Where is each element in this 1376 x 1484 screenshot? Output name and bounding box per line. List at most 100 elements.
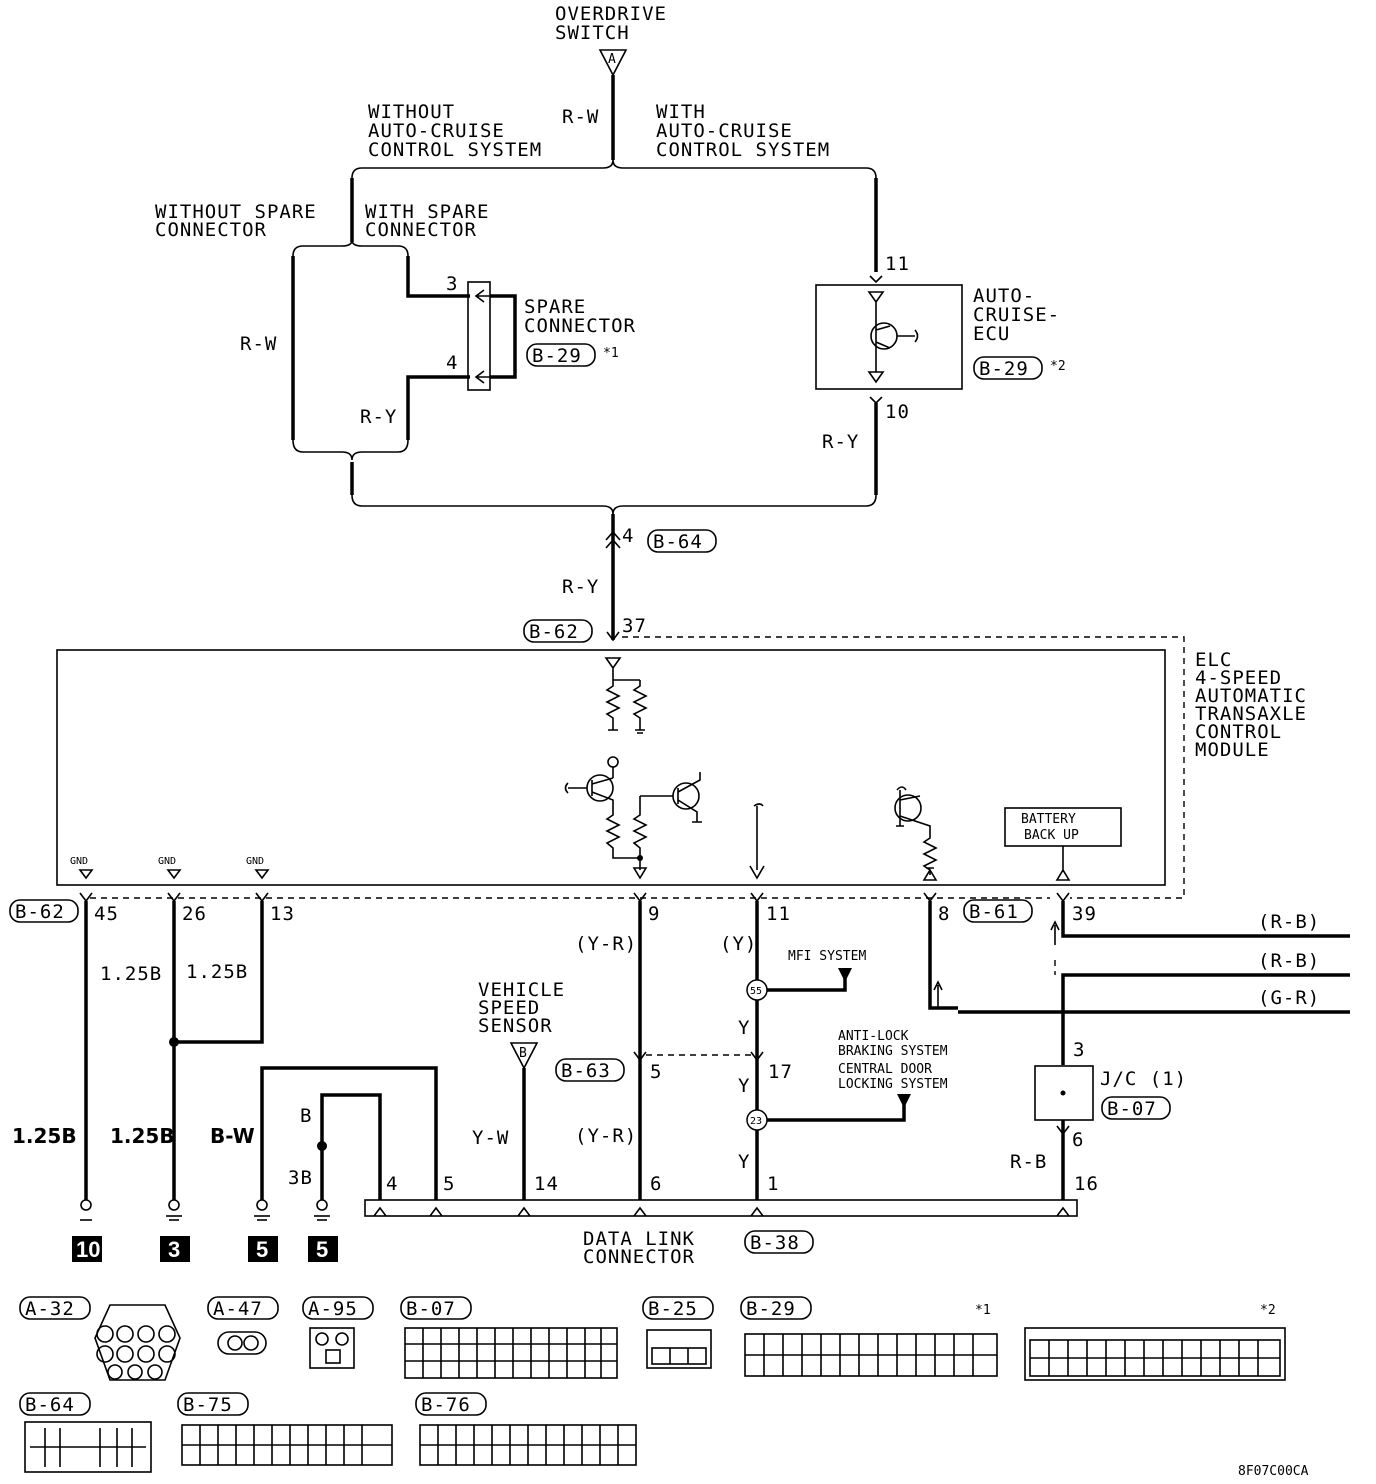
without-spare-2: CONNECTOR bbox=[155, 219, 267, 241]
module-transistor-1-leads bbox=[564, 777, 640, 859]
overdrive-switch-label-2: SWITCH bbox=[555, 22, 630, 44]
vss-label-3: SENSOR bbox=[478, 1015, 553, 1037]
pin-9: 9 bbox=[648, 903, 660, 925]
wire-mfi bbox=[767, 975, 847, 992]
wire-rw-top-label: R-W bbox=[562, 106, 599, 128]
wire-125b-gnd10: 1.25B bbox=[12, 1124, 77, 1148]
connector-b07: B-07 bbox=[400, 1296, 618, 1379]
b63-pin5: 5 bbox=[650, 1061, 662, 1083]
acc-ref-box bbox=[973, 356, 1043, 380]
gnd-label-2: GND bbox=[158, 856, 176, 867]
ground-number-5b: 5 bbox=[316, 1237, 328, 1262]
module-pin11-input bbox=[749, 803, 765, 880]
auto-cruise-ecu-box bbox=[815, 284, 963, 390]
b62-ref-top: B-62 bbox=[529, 621, 579, 643]
b63-ref-box bbox=[555, 1058, 625, 1082]
wire-b bbox=[320, 1093, 382, 1200]
with-spare-1: WITH SPARE bbox=[365, 201, 489, 223]
dlc-body bbox=[364, 1199, 1078, 1217]
jc-ref: B-07 bbox=[1107, 1098, 1157, 1120]
acc-label-1: AUTO- bbox=[973, 285, 1035, 307]
wire-gr-label: (G-R) bbox=[1258, 987, 1320, 1009]
dlc-ref: B-38 bbox=[750, 1232, 800, 1254]
option-bracket-bottom bbox=[351, 494, 877, 515]
jc-node bbox=[1060, 1090, 1066, 1096]
wire-y-top-label: (Y) bbox=[720, 933, 757, 955]
b64-ref: B-64 bbox=[653, 531, 703, 553]
connector-b25: B-25 bbox=[642, 1296, 714, 1369]
vss-label-1: VEHICLE bbox=[478, 979, 565, 1001]
wire-y-b-label: Y bbox=[738, 1075, 750, 1097]
without-acc-1: WITHOUT bbox=[368, 101, 455, 123]
module-transistor-2-leads bbox=[632, 772, 702, 870]
connector-b29-star2: *2 bbox=[1260, 1303, 1276, 1318]
module-transistor-3-leads bbox=[896, 786, 938, 875]
wire-y-c-label: Y bbox=[738, 1151, 750, 1173]
wire-ry-right-label: R-Y bbox=[822, 431, 859, 453]
jc-pin6: 6 bbox=[1072, 1129, 1084, 1151]
gnd-label-1: GND bbox=[70, 856, 88, 867]
wire-rb-1 bbox=[1061, 901, 1350, 938]
b62-ref-box-top bbox=[523, 619, 593, 643]
acc-pin-bottom-mark bbox=[869, 396, 883, 405]
vss-terminal-letter: B bbox=[519, 1046, 527, 1061]
spare-pin3-arrow bbox=[474, 289, 490, 303]
b61-ref: B-61 bbox=[969, 901, 1019, 923]
with-acc-3: CONTROL SYSTEM bbox=[656, 139, 830, 161]
connector-a32: A-32 bbox=[19, 1296, 181, 1381]
connector-b29-star1: *1 bbox=[975, 1303, 991, 1318]
connector-a32-ref: A-32 bbox=[25, 1298, 75, 1320]
jc-ref-box bbox=[1101, 1096, 1171, 1120]
b61-ref-box bbox=[963, 899, 1033, 923]
acc-note: *2 bbox=[1050, 359, 1066, 374]
connector-a47: A-47 bbox=[207, 1296, 279, 1355]
spare-bracket-top bbox=[292, 239, 409, 257]
overdrive-switch-terminal bbox=[598, 49, 628, 77]
with-acc-2: AUTO-CRUISE bbox=[656, 120, 793, 142]
cdl-label-2: LOCKING SYSTEM bbox=[838, 1077, 948, 1092]
acc-label-2: CRUISE- bbox=[973, 304, 1060, 326]
pin39-arrow bbox=[1050, 920, 1060, 945]
wire-rw-left-label: R-W bbox=[240, 333, 277, 355]
gnd-markers bbox=[78, 869, 270, 880]
acc-pin-bottom: 10 bbox=[885, 401, 910, 423]
wire-3b-label: 3B bbox=[288, 1167, 313, 1189]
b63-ref: B-63 bbox=[561, 1060, 611, 1082]
wire-rb-2-label: (R-B) bbox=[1258, 950, 1320, 972]
pin-45: 45 bbox=[94, 903, 119, 925]
module-label-4: TRANSAXLE bbox=[1195, 703, 1307, 725]
wire-125b-gnd3: 1.25B bbox=[110, 1124, 175, 1148]
wire-125b-a: 1.25B bbox=[100, 963, 162, 985]
dlc-pin14: 14 bbox=[534, 1173, 559, 1195]
module-transistor-3 bbox=[894, 794, 922, 822]
pin-11: 11 bbox=[766, 903, 791, 925]
vss-terminal bbox=[509, 1042, 539, 1070]
without-spare-1: WITHOUT SPARE bbox=[155, 201, 317, 223]
wire-125b-b: 1.25B bbox=[186, 961, 248, 983]
gnd-label-3: GND bbox=[246, 856, 264, 867]
jc-pin3: 3 bbox=[1073, 1039, 1085, 1061]
dlc-pin6: 6 bbox=[650, 1173, 662, 1195]
wire-pin8 bbox=[928, 901, 958, 1010]
module-dashed-outline bbox=[622, 636, 1185, 899]
acc-ref: B-29 bbox=[979, 358, 1029, 380]
wire-gnd-13 bbox=[174, 901, 264, 1044]
abs-label-2: BRAKING SYSTEM bbox=[838, 1044, 948, 1059]
b62-ref-bottom: B-62 bbox=[15, 901, 65, 923]
bottom-pin-marks bbox=[79, 892, 1070, 903]
mfi-label: MFI SYSTEM bbox=[788, 949, 866, 964]
ground-number-5a: 5 bbox=[256, 1237, 268, 1262]
module-label-2: 4-SPEED bbox=[1195, 667, 1282, 689]
module-box bbox=[56, 649, 1166, 886]
pin-8: 8 bbox=[938, 903, 950, 925]
module-vcc-node bbox=[607, 756, 619, 768]
module-label-3: AUTOMATIC bbox=[1195, 685, 1307, 707]
overdrive-switch-terminal-letter: A bbox=[608, 52, 616, 67]
acc-transistor-leads bbox=[875, 320, 919, 352]
acc-pin-top: 11 bbox=[885, 253, 910, 275]
connector-b29-ref: B-29 bbox=[746, 1298, 796, 1320]
b-splice bbox=[317, 1141, 327, 1151]
pin-26: 26 bbox=[182, 903, 207, 925]
wire-rb-2 bbox=[1061, 973, 1350, 1065]
